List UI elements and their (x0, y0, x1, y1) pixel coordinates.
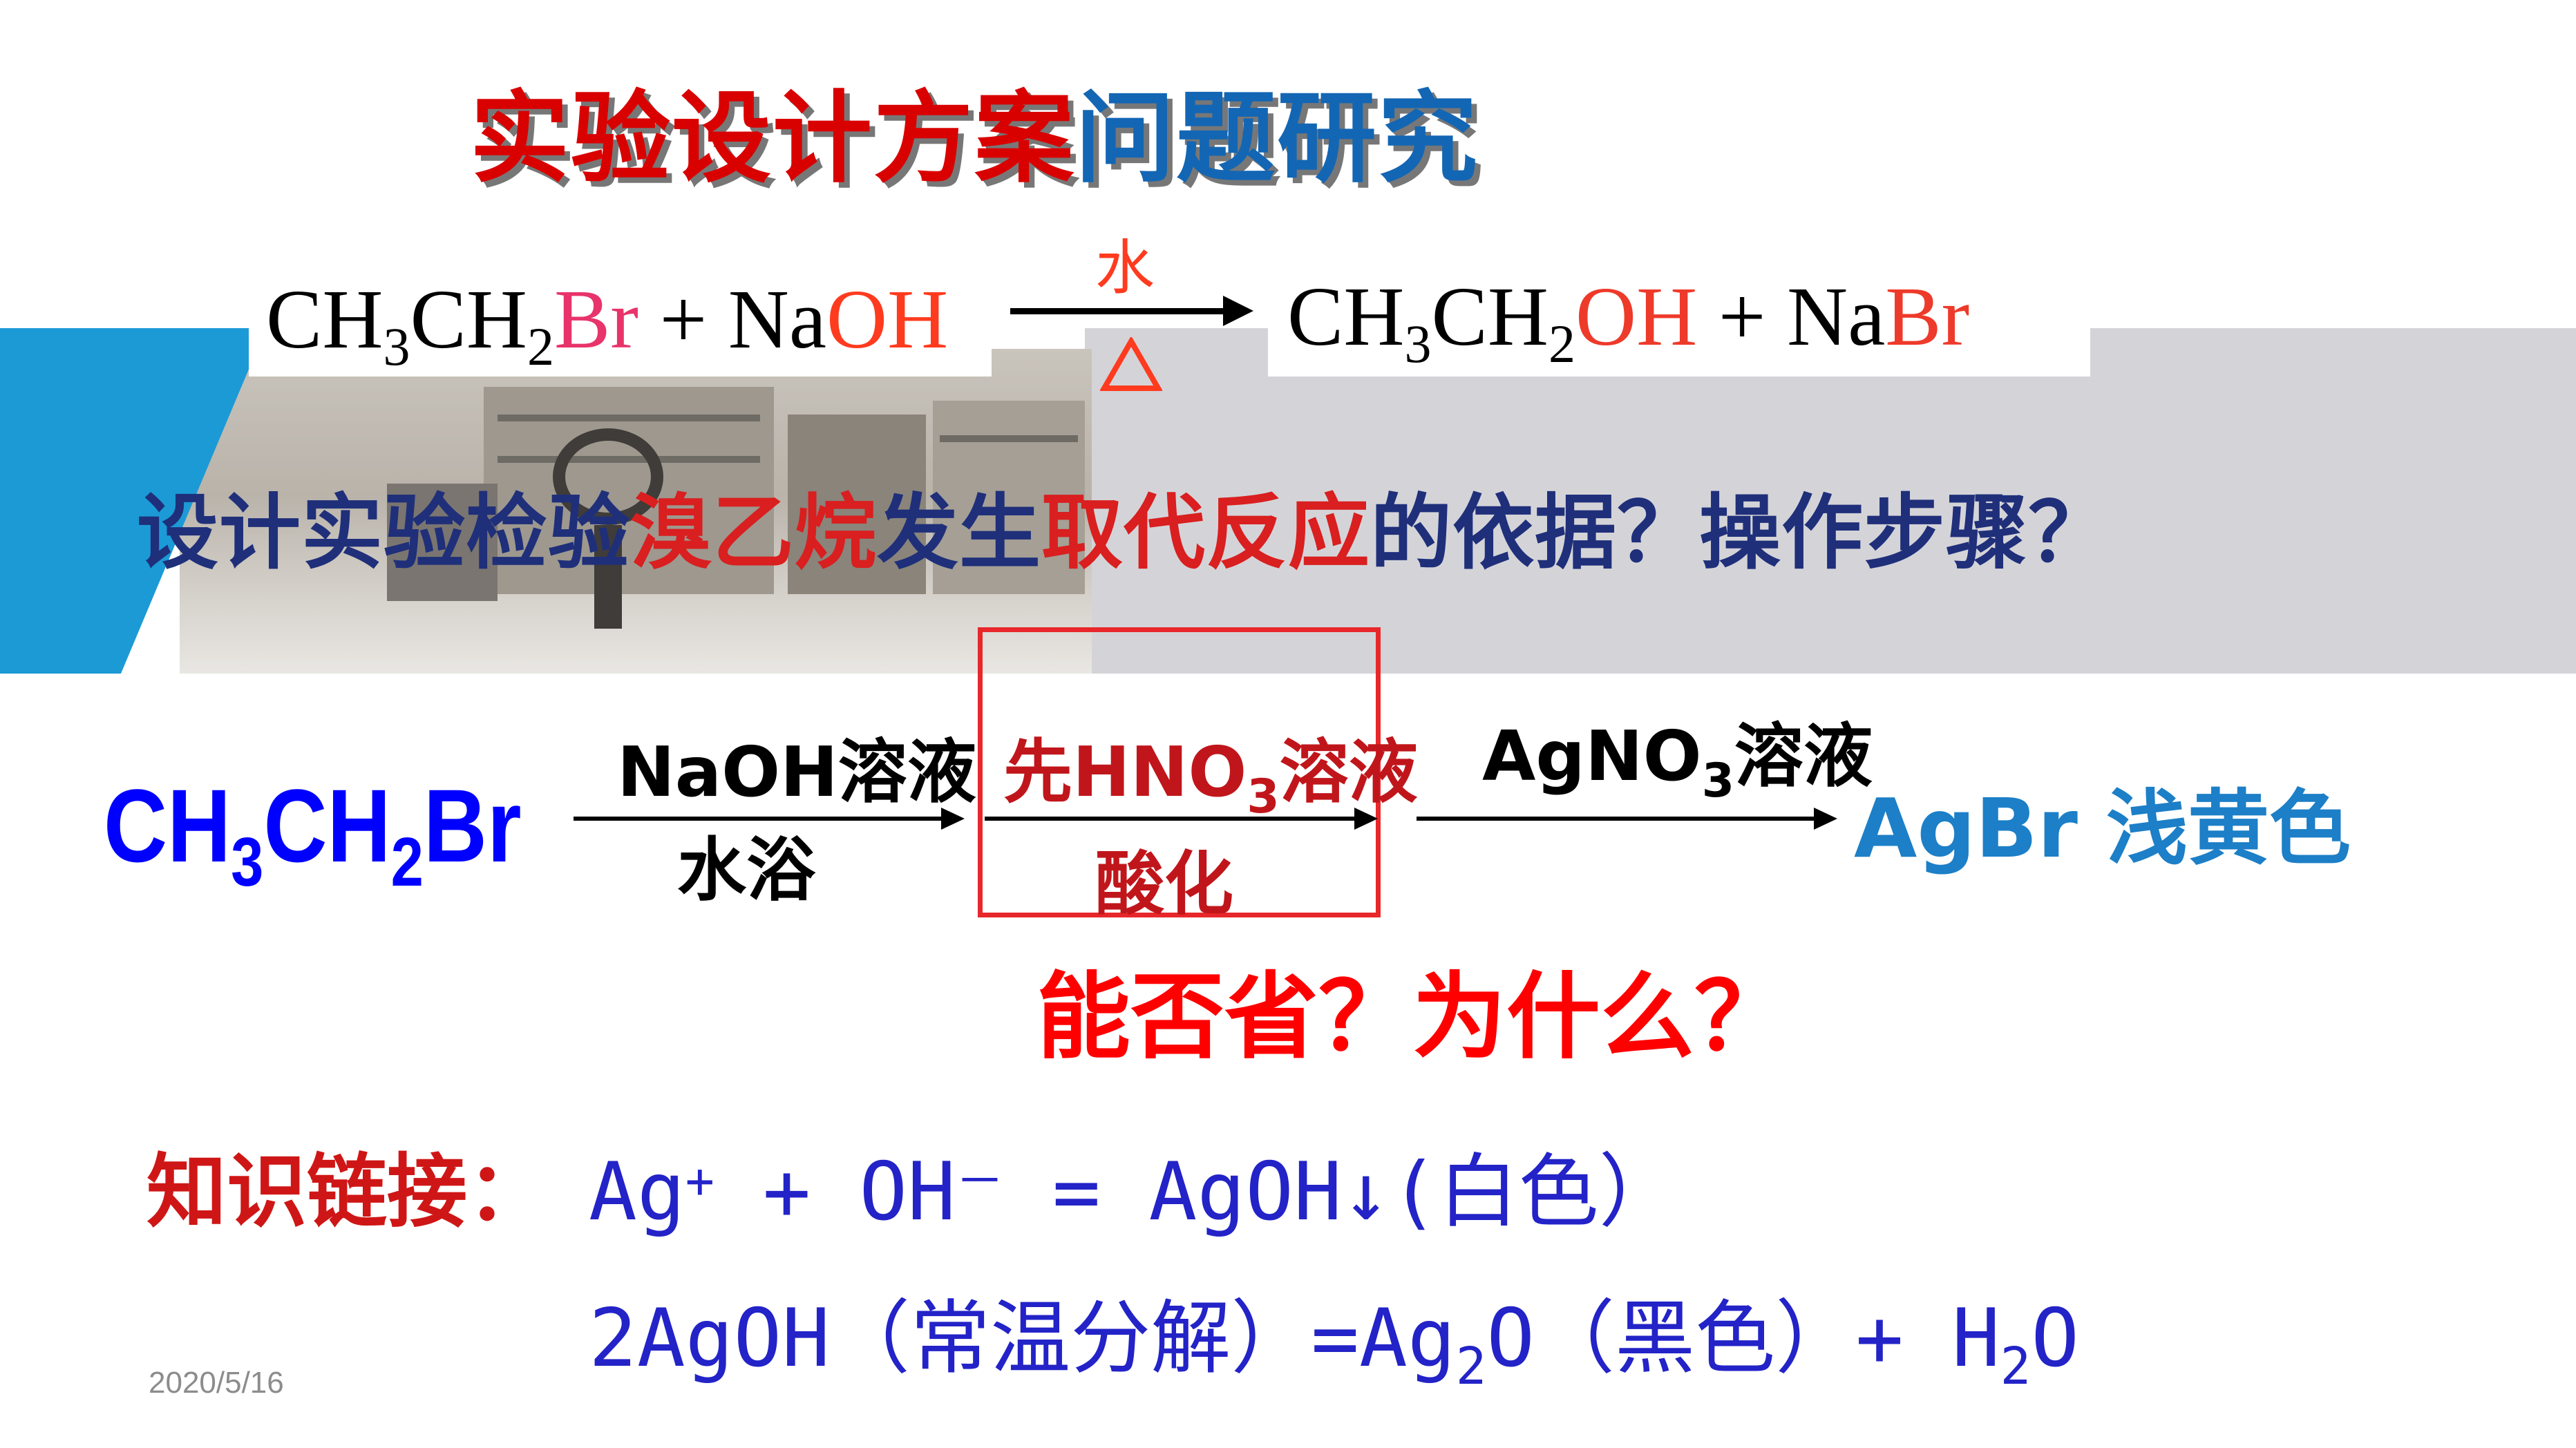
superscript: + (685, 1152, 714, 1210)
question-text: 的依据？操作步骤？ (1370, 485, 2111, 580)
title-blue-part: 问题研究 (1075, 80, 1479, 196)
question-highlight: 溴乙烷 (630, 485, 878, 580)
step2-reagent-text: 先HNO (1003, 732, 1247, 812)
step3-reagent-text: 溶液 (1734, 716, 1873, 797)
photo-building (788, 415, 926, 594)
product-oh: OH (1575, 270, 1698, 363)
why-question: 能否省？为什么？ (1036, 963, 1788, 1072)
photo-window-row (498, 415, 760, 421)
subscript: 2 (527, 316, 554, 377)
heat-triangle-icon (1100, 337, 1162, 391)
photo-sculpture-stem (594, 525, 622, 629)
equation-reactants: CH3CH2Br + NaOH (266, 278, 948, 374)
reaction-arrow-line (1010, 308, 1231, 314)
slide-title: 实验设计方案问题研究 (470, 88, 1479, 188)
subscript: 3 (1701, 753, 1735, 808)
slide-date: 2020/5/16 (149, 1366, 284, 1400)
step3-arrow-line (1417, 817, 1817, 821)
subscript: 2 (1455, 1336, 1487, 1396)
photo-building (387, 484, 498, 601)
subscript: 2 (1548, 313, 1575, 374)
condition-water: 水 (1095, 234, 1155, 303)
reactant-br: Br (553, 273, 638, 366)
question-text: 发生 (877, 485, 1042, 580)
step3-reagent: AgNO3溶液 (1482, 722, 1873, 805)
knowledge-label: 知识链接： (146, 1145, 547, 1239)
equation-product-box (1268, 259, 2090, 377)
reactant-bromoethane: CH3CH2Br (104, 774, 522, 897)
question-text: 设计实验检验 (137, 485, 631, 580)
equation-text: O (2031, 1292, 2080, 1385)
step3-arrow-head (1814, 808, 1837, 830)
reactant-ch: CH (104, 768, 231, 884)
subscript: 3 (231, 823, 264, 901)
product-ch: CH (1287, 270, 1405, 363)
step1-arrow-head (941, 808, 965, 830)
reactant-oh: OH (826, 273, 949, 366)
photo-window-row (940, 435, 1078, 442)
product-agbr: AgBr 浅黄色 (1854, 781, 2351, 876)
reactant-ch: CH (263, 768, 391, 884)
step2-condition: 酸化 (1095, 844, 1233, 924)
step1-condition: 水浴 (677, 830, 815, 911)
subscript: 3 (1404, 313, 1432, 374)
step2-arrow-head (1354, 808, 1378, 830)
reactant-ch: CH (266, 273, 383, 366)
subscript: 2 (2000, 1336, 2032, 1396)
subscript: 2 (390, 823, 424, 901)
reaction-arrow-head (1223, 296, 1253, 326)
reactant-ch: CH (410, 273, 527, 366)
knowledge-equation-1: Ag+ + OH－ = AgOH↓(白色） (589, 1152, 1679, 1232)
equation-text: + OH (714, 1145, 956, 1239)
reactant-na: + Na (638, 273, 827, 366)
photo-building (933, 401, 1085, 594)
product-ch: CH (1431, 270, 1549, 363)
banner-gray-band (1085, 328, 2576, 674)
step2-arrow-line (985, 817, 1358, 821)
subscript: 3 (1247, 769, 1280, 824)
reactant-br: Br (423, 768, 522, 884)
product-na: + Na (1697, 270, 1886, 363)
knowledge-equation-2: 2AgOH（常温分解）=Ag2O（黑色）+ H2O (589, 1299, 2079, 1392)
step3-reagent-text: AgNO (1482, 716, 1702, 797)
step1-reagent: NaOH溶液 (617, 732, 976, 812)
equation-reactant-box (249, 259, 992, 377)
equation-text: O（黑色）+ H (1486, 1292, 2000, 1385)
design-question: 设计实验检验溴乙烷发生取代反应的依据？操作步骤？ (137, 492, 2110, 573)
superscript: － (956, 1152, 1005, 1210)
title-red-part: 实验设计方案 (470, 80, 1076, 196)
equation-text: 2AgOH（常温分解）=Ag (589, 1292, 1456, 1385)
highlight-box (978, 627, 1381, 917)
step1-arrow-line (574, 817, 947, 821)
step2-reagent: 先HNO3溶液 (1003, 738, 1418, 821)
equation-text: = AgOH↓(白色） (1004, 1145, 1679, 1239)
subscript: 3 (383, 316, 410, 377)
equation-products: CH3CH2OH + NaBr (1287, 275, 1969, 371)
product-br: Br (1885, 270, 1970, 363)
equation-text: Ag (589, 1145, 685, 1239)
question-highlight: 取代反应 (1041, 485, 1371, 580)
step2-reagent-text: 溶液 (1279, 732, 1418, 812)
